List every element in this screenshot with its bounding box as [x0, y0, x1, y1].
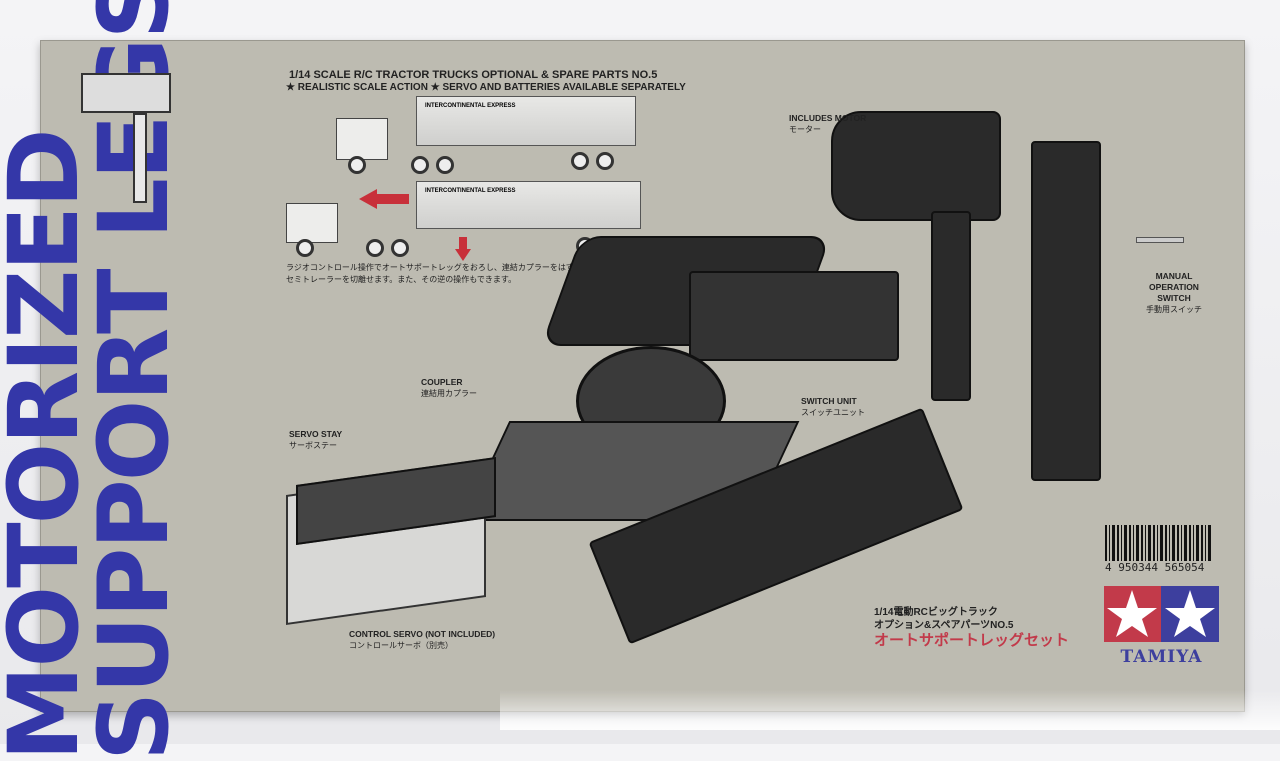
- label-coupler: COUPLER 連結用カプラー: [421, 377, 477, 399]
- description-jp-2: セミトレーラーを切離せます。また、その逆の操作もできます。: [286, 275, 517, 284]
- arrow-down-icon: [455, 237, 471, 266]
- trailer-bottom: INTERCONTINENTAL EXPRESS: [416, 181, 641, 229]
- brand-name: TAMIYA: [1120, 647, 1203, 667]
- support-leg-diagram: [81, 73, 173, 203]
- label-coupler-jp: 連結用カプラー: [421, 389, 477, 398]
- arrow-left-icon: [359, 189, 409, 209]
- label-control-servo: CONTROL SERVO (NOT INCLUDED) コントロールサーボ（別…: [349, 629, 495, 651]
- label-switch-jp: 手動用スイッチ: [1146, 305, 1202, 314]
- support-leg-left: [931, 211, 971, 401]
- trailer-top: INTERCONTINENTAL EXPRESS: [416, 96, 636, 146]
- label-servo-stay-jp: サーボステー: [289, 441, 337, 450]
- title-line-1: MOTORIZED: [0, 130, 100, 761]
- label-switch-unit-en: SWITCH UNIT: [801, 396, 857, 406]
- label-motor-en: INCLUDES MOTOR: [789, 113, 867, 123]
- label-switch-unit: SWITCH UNIT スイッチユニット: [801, 396, 865, 418]
- light-glare: [500, 690, 1280, 730]
- title-line-2: SUPPORT LEGS: [78, 0, 190, 761]
- product-jp-2: オプション&スペアパーツNO.5: [874, 620, 1014, 631]
- switch-unit: [689, 271, 899, 361]
- label-control-servo-en: CONTROL SERVO (NOT INCLUDED): [349, 629, 496, 639]
- label-coupler-en: COUPLER: [421, 377, 463, 387]
- box-title: MOTORIZED SUPPORT LEGS: [0, 0, 199, 761]
- label-motor: INCLUDES MOTOR モーター: [789, 113, 866, 135]
- product-name-jp: 1/14電動RCビッグトラック オプション&スペアパーツNO.5 オートサポート…: [874, 606, 1069, 650]
- trailer-text: INTERCONTINENTAL EXPRESS: [425, 103, 516, 109]
- label-servo-stay-en: SERVO STAY: [289, 429, 343, 439]
- label-servo-stay: SERVO STAY サーボステー: [289, 429, 342, 451]
- tamiya-stars-icon: [1104, 586, 1219, 642]
- barcode: 4 950344 565054: [1105, 525, 1213, 575]
- product-box: MOTORIZED SUPPORT LEGS 1/14 SCALE R/C TR…: [0, 0, 1245, 761]
- manual-switch-lever: [1136, 237, 1184, 243]
- label-motor-jp: モーター: [789, 125, 821, 134]
- label-control-servo-jp: コントロールサーボ（別売）: [349, 641, 453, 650]
- product-jp-1: 1/14電動RCビッグトラック: [874, 607, 998, 618]
- description-jp-1: ラジオコントロール操作でオートサポートレッグをおろし、連結カプラーをはずして: [286, 263, 590, 272]
- motor-unit: [831, 111, 1001, 221]
- label-switch-en3: SWITCH: [1157, 293, 1191, 303]
- header-line-2: ★ REALISTIC SCALE ACTION ★ SERVO AND BAT…: [286, 82, 686, 93]
- barcode-number: 4 950344 565054: [1105, 561, 1205, 574]
- label-switch-unit-jp: スイッチユニット: [801, 408, 865, 417]
- tamiya-logo: TAMIYA: [1104, 586, 1219, 667]
- label-switch-en1: MANUAL: [1155, 271, 1193, 281]
- label-switch-en2: OPERATION: [1149, 282, 1199, 292]
- support-leg-right: [1031, 141, 1101, 481]
- trailer-text: INTERCONTINENTAL EXPRESS: [425, 188, 516, 194]
- barcode-bars: [1105, 525, 1213, 561]
- header-line-1: 1/14 SCALE R/C TRACTOR TRUCKS OPTIONAL &…: [289, 69, 658, 81]
- label-switch: MANUAL OPERATION SWITCH 手動用スイッチ: [1146, 271, 1202, 315]
- product-jp-3: オートサポートレッグセット: [874, 632, 1070, 649]
